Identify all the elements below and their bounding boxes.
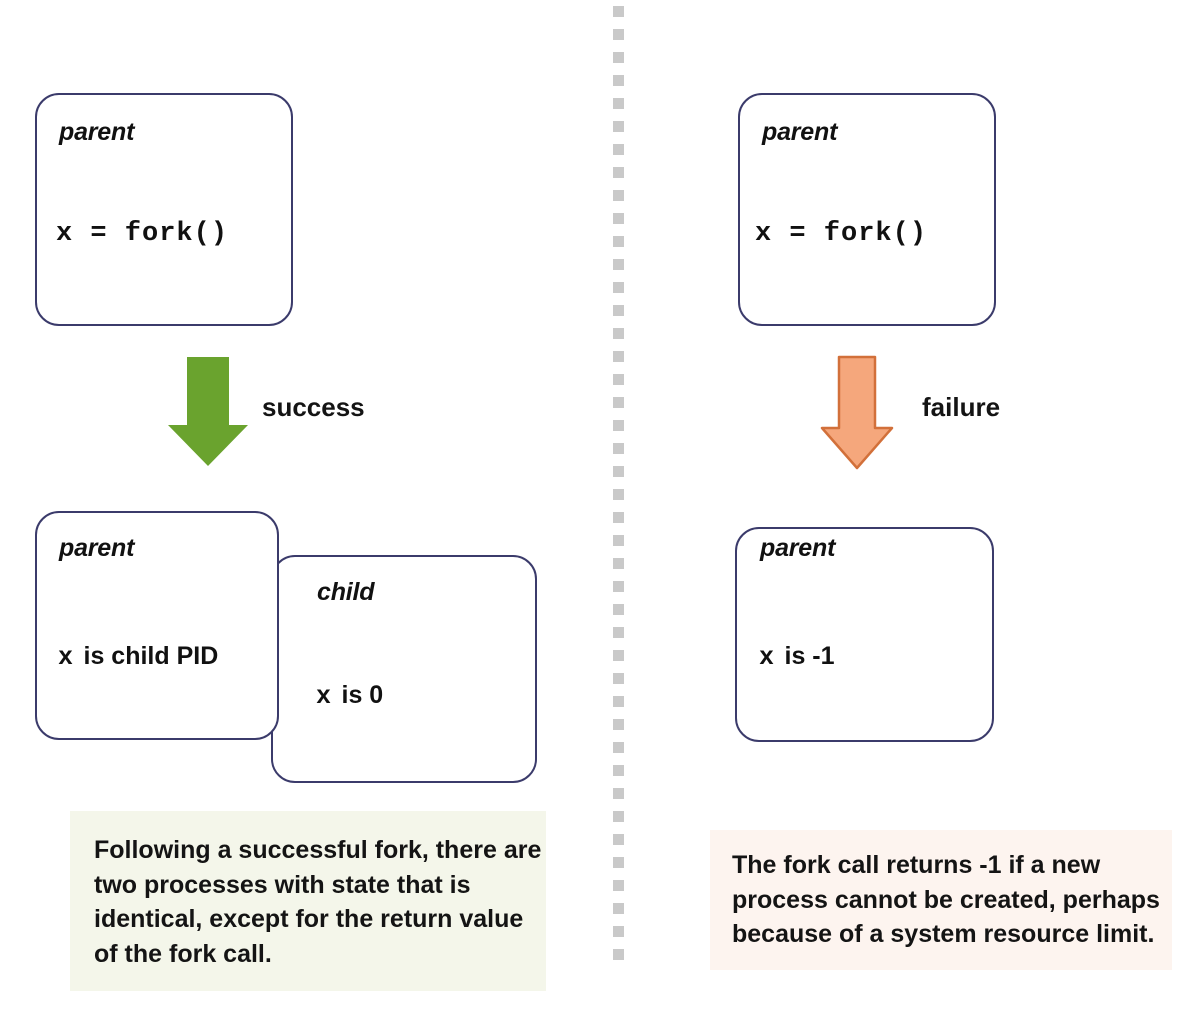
divider-dot xyxy=(613,765,624,776)
divider-dot xyxy=(613,903,624,914)
divider-dot xyxy=(613,259,624,270)
failure-parent-top-box xyxy=(738,93,996,326)
divider-dot xyxy=(613,788,624,799)
vertical-dotted-divider xyxy=(613,6,624,972)
success-parent-bottom-var: x xyxy=(58,643,74,672)
divider-dot xyxy=(613,627,624,638)
failure-arrow-label: failure xyxy=(922,392,1001,422)
divider-dot xyxy=(613,466,624,477)
failure-parent-bottom-var: x xyxy=(759,643,775,672)
divider-dot xyxy=(613,282,624,293)
divider-dot xyxy=(613,121,624,132)
success-parent-bottom-box xyxy=(35,511,279,740)
divider-dot xyxy=(613,673,624,684)
divider-dot xyxy=(613,167,624,178)
success-arrow-label: success xyxy=(262,392,365,422)
success-down-arrow-icon xyxy=(168,357,248,466)
failure-parent-bottom-value-text: is -1 xyxy=(784,642,835,670)
failure-caption: The fork call returns -1 if a new proces… xyxy=(710,830,1172,970)
divider-dot xyxy=(613,811,624,822)
success-caption: Following a successful fork, there are t… xyxy=(70,811,546,991)
divider-dot xyxy=(613,397,624,408)
failure-parent-bottom-value: x is -1 xyxy=(759,642,835,672)
divider-dot xyxy=(613,6,624,17)
divider-dot xyxy=(613,29,624,40)
divider-dot xyxy=(613,489,624,500)
divider-dot xyxy=(613,443,624,454)
divider-dot xyxy=(613,144,624,155)
failure-down-arrow-icon xyxy=(820,355,894,470)
divider-dot xyxy=(613,926,624,937)
divider-dot xyxy=(613,880,624,891)
divider-dot xyxy=(613,742,624,753)
divider-dot xyxy=(613,190,624,201)
failure-parent-bottom-title: parent xyxy=(760,534,836,562)
failure-parent-bottom-box xyxy=(735,527,994,742)
divider-dot xyxy=(613,558,624,569)
divider-dot xyxy=(613,374,624,385)
divider-dot xyxy=(613,75,624,86)
success-parent-bottom-value: x is child PID xyxy=(58,642,218,672)
divider-dot xyxy=(613,305,624,316)
divider-dot xyxy=(613,213,624,224)
success-parent-top-title: parent xyxy=(59,118,135,146)
success-parent-bottom-value-text: is child PID xyxy=(83,642,219,670)
success-child-var: x xyxy=(316,682,332,711)
success-parent-top-box xyxy=(35,93,293,326)
divider-dot xyxy=(613,351,624,362)
divider-dot xyxy=(613,535,624,546)
divider-dot xyxy=(613,719,624,730)
divider-dot xyxy=(613,420,624,431)
divider-dot xyxy=(613,236,624,247)
divider-dot xyxy=(613,857,624,868)
failure-parent-top-title: parent xyxy=(762,118,838,146)
divider-dot xyxy=(613,328,624,339)
divider-dot xyxy=(613,98,624,109)
success-child-title: child xyxy=(317,578,375,606)
divider-dot xyxy=(613,52,624,63)
divider-dot xyxy=(613,650,624,661)
success-parent-bottom-title: parent xyxy=(59,534,135,562)
divider-dot xyxy=(613,696,624,707)
success-child-value-text: is 0 xyxy=(341,681,384,709)
divider-dot xyxy=(613,512,624,523)
divider-dot xyxy=(613,581,624,592)
divider-dot xyxy=(613,834,624,845)
divider-dot xyxy=(613,949,624,960)
success-parent-top-code: x = fork() xyxy=(56,219,229,249)
failure-parent-top-code: x = fork() xyxy=(755,219,928,249)
success-child-box xyxy=(271,555,537,783)
divider-dot xyxy=(613,604,624,615)
success-child-value: x is 0 xyxy=(316,681,383,711)
